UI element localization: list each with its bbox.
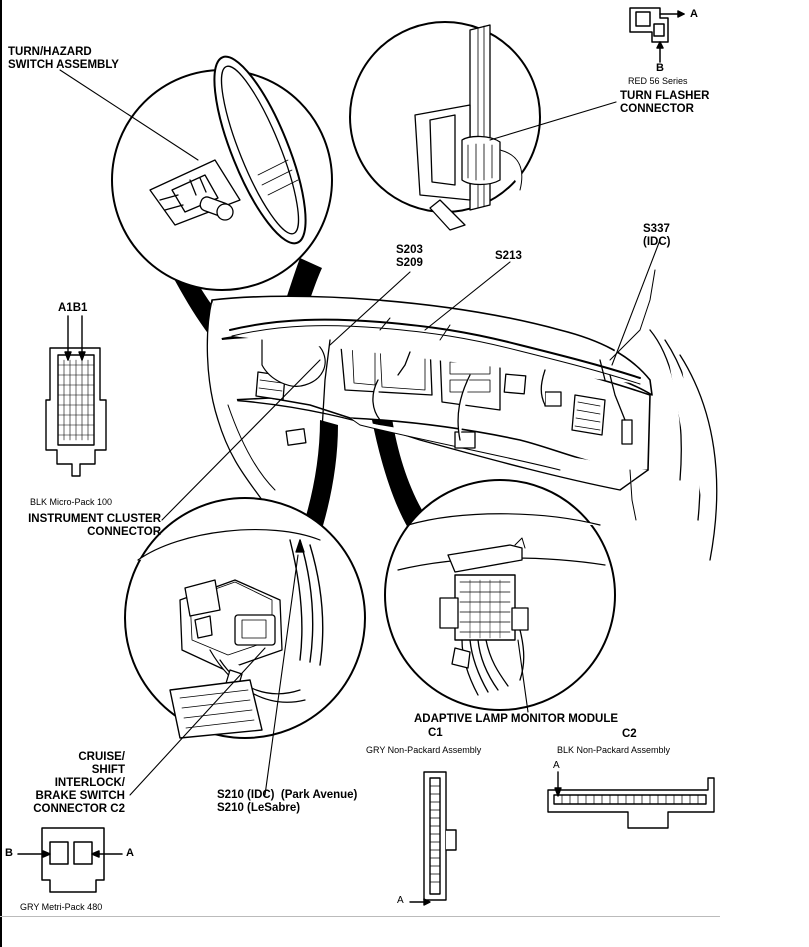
c2-connector-symbol	[547, 771, 715, 829]
cluster-connector-pins-label: A1B1	[58, 302, 88, 314]
turn-flasher-symbol	[629, 7, 685, 63]
lamp-monitor-detail	[384, 479, 616, 711]
splice-s337-label: S337 (IDC)	[643, 223, 671, 248]
turn-hazard-switch-label: TURN/HAZARD SWITCH ASSEMBLY	[8, 46, 119, 71]
bottom-divider	[0, 916, 720, 917]
cluster-connector-type-label: BLK Micro-Pack 100	[30, 497, 113, 507]
instrument-cluster-connector-label: INSTRUMENT CLUSTER CONNECTOR	[28, 513, 161, 538]
brake-connector-symbol	[17, 827, 123, 893]
turn-flasher-pin-a: A	[690, 8, 698, 20]
splice-s210-label: S210 (IDC) (Park Avenue) S210 (LeSabre)	[217, 789, 358, 814]
brake-connector-pin-b: B	[5, 847, 13, 859]
adaptive-lamp-monitor-label: ADAPTIVE LAMP MONITOR MODULE	[414, 713, 619, 725]
c1-connector-symbol	[409, 771, 457, 906]
dashboard	[206, 269, 718, 561]
c1-pin-a: A	[397, 895, 404, 906]
c1-type-label: GRY Non-Packard Assembly	[366, 745, 482, 755]
turn-flasher-series-label: RED 56 Series	[628, 76, 688, 86]
c2-label: C2	[622, 728, 637, 740]
c1-label: C1	[428, 727, 443, 739]
cruise-brake-switch-label: CRUISE/ SHIFT INTERLOCK/ BRAKE SWITCH CO…	[33, 751, 125, 815]
turn-hazard-detail	[111, 55, 333, 291]
c2-type-label: BLK Non-Packard Assembly	[557, 745, 671, 755]
turn-flasher-connector-label: TURN FLASHER CONNECTOR	[620, 90, 710, 115]
brake-switch-detail	[124, 497, 366, 739]
brake-connector-pin-a: A	[126, 847, 134, 859]
splice-s203-s209-label: S203 S209	[396, 244, 423, 269]
brake-connector-type-label: GRY Metri-Pack 480	[20, 902, 103, 912]
turn-flasher-detail	[349, 21, 541, 231]
turn-flasher-pin-b: B	[656, 62, 664, 74]
splice-s213-label: S213	[495, 250, 522, 262]
c2-pin-a: A	[553, 760, 560, 771]
leader-lines	[59, 69, 661, 796]
cluster-connector-symbol	[45, 315, 107, 477]
left-border	[0, 0, 2, 947]
